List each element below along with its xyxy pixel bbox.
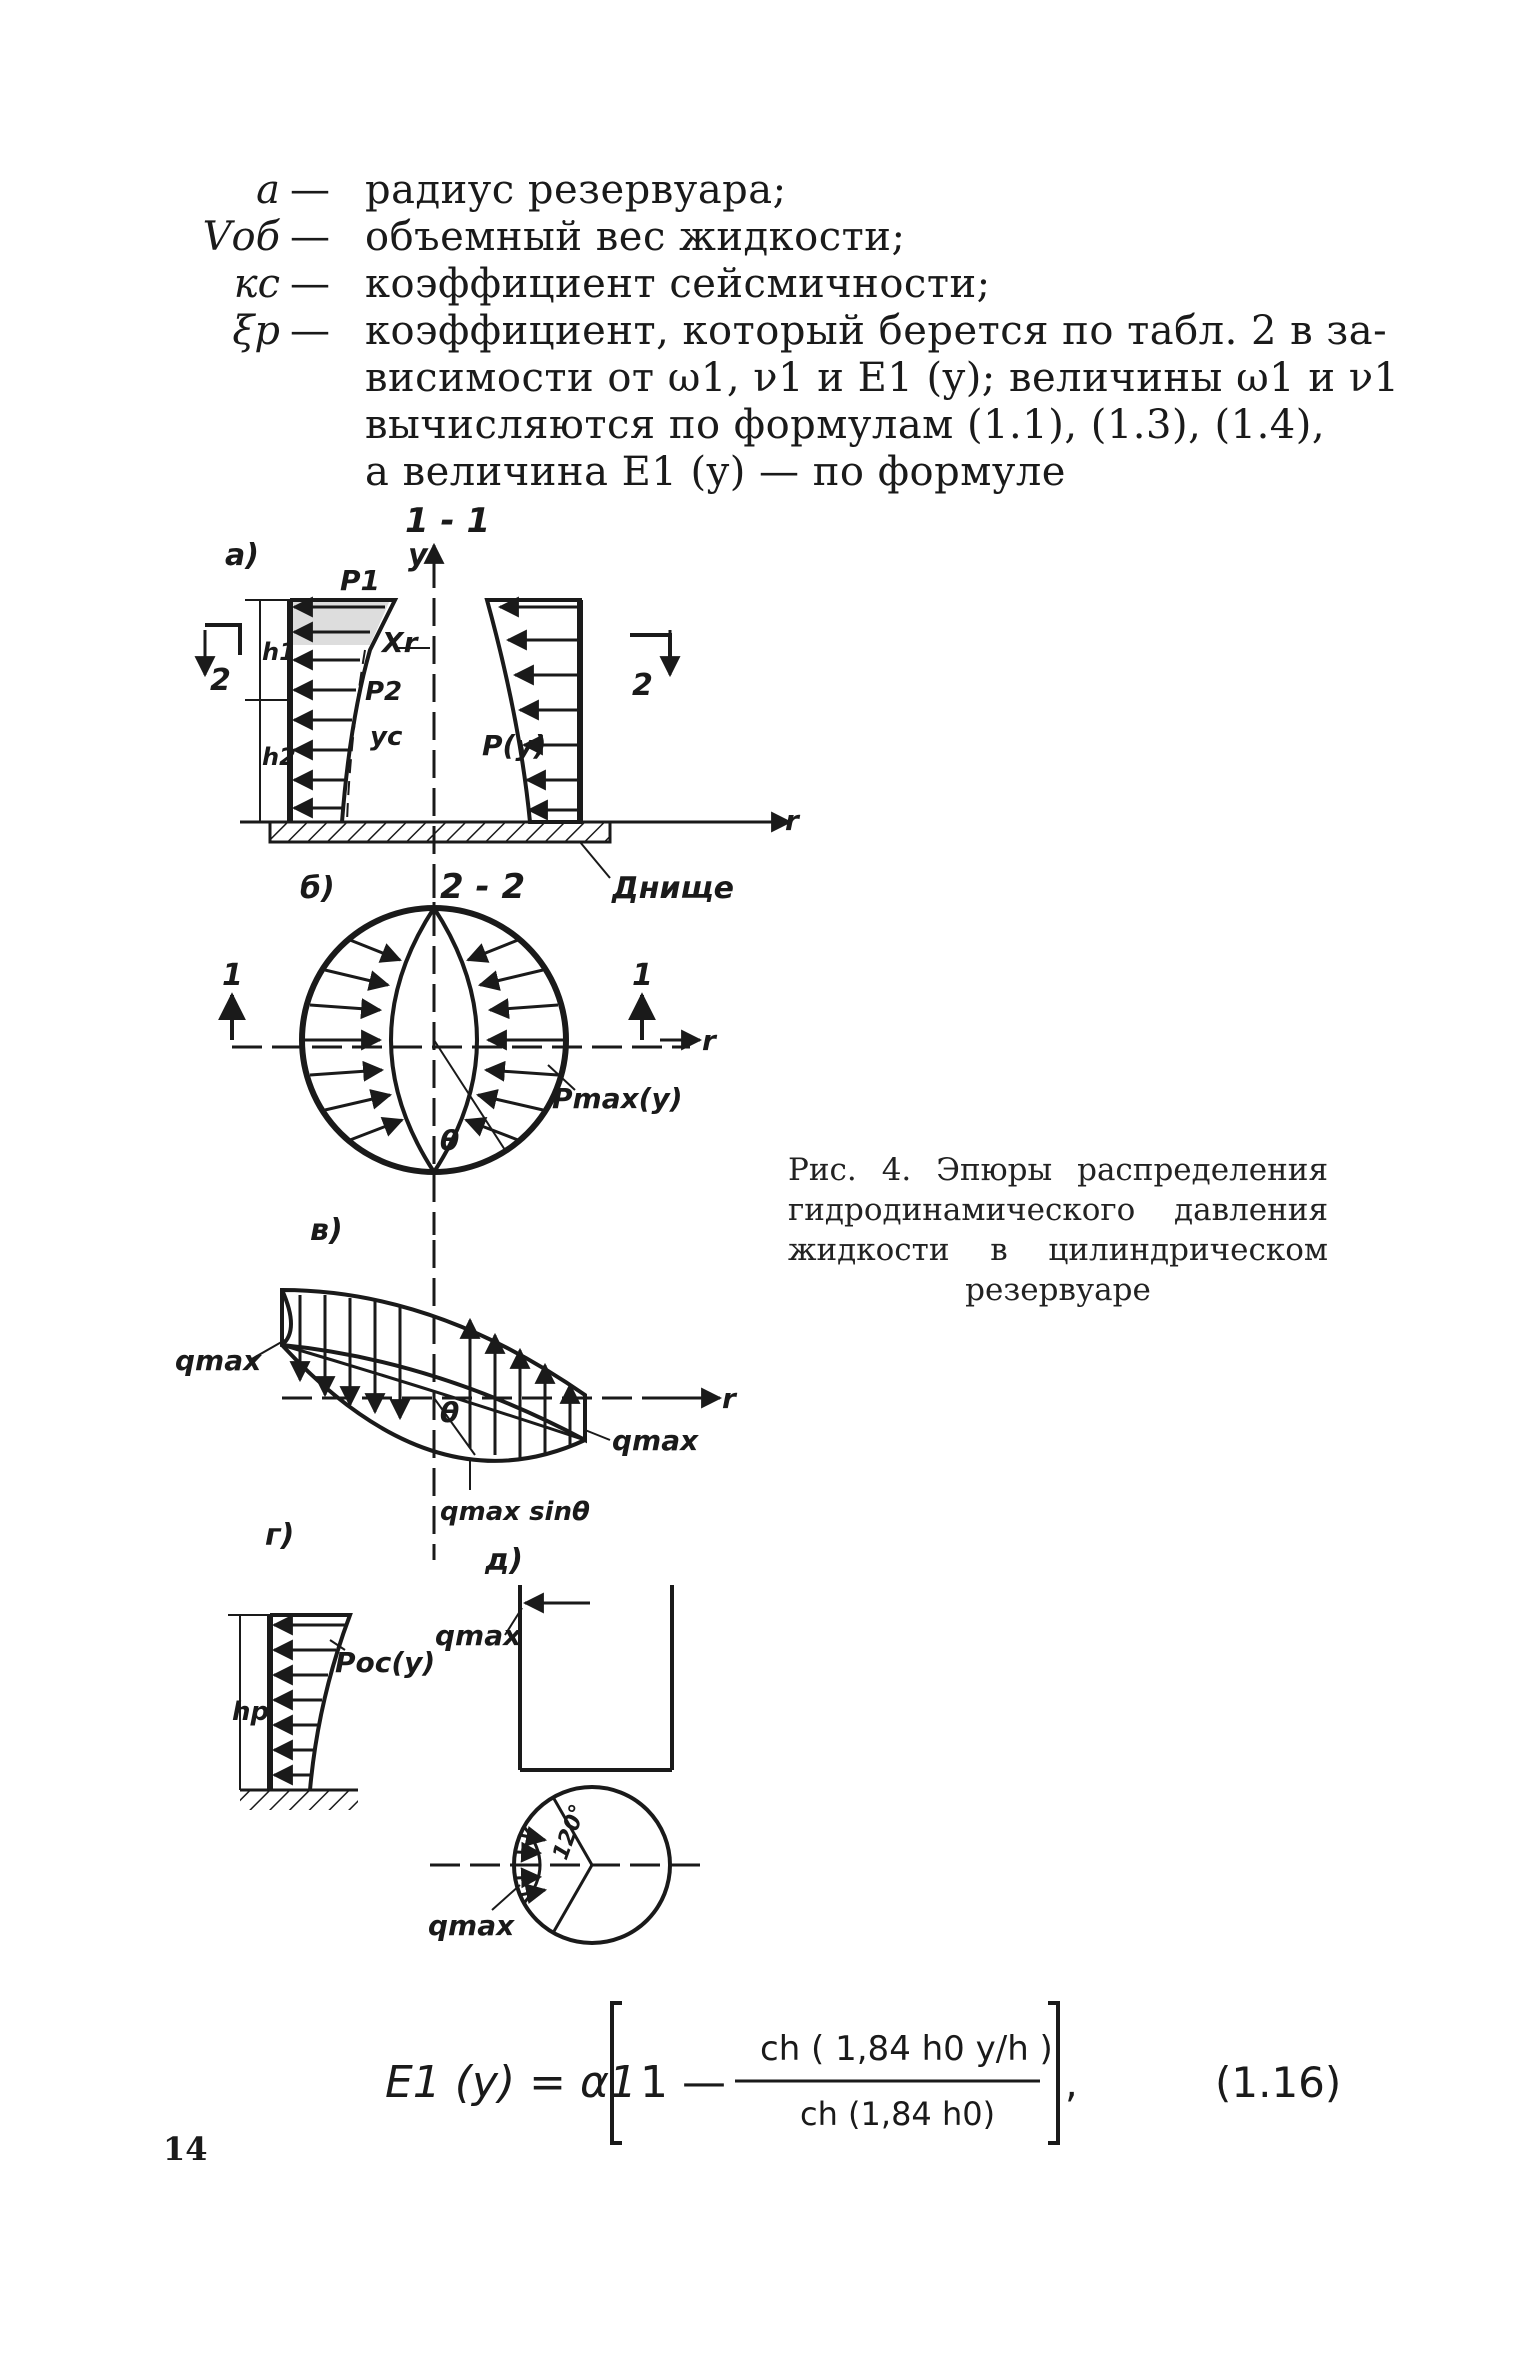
- equation-numerator: ch ( 1,84 h0 y/h ): [760, 2029, 1053, 2069]
- label-r-axis-2: r: [702, 1024, 718, 1057]
- label-qmax-rect: qmax: [435, 1619, 522, 1652]
- continuation-line: висимости от ω1, ν1 и E1 (y); величины ω…: [365, 355, 1400, 401]
- definition-symbol: ξр: [232, 308, 280, 354]
- section-2-2-diagram: [218, 870, 703, 1235]
- equation-number: (1.16): [1215, 2058, 1341, 2107]
- label-hp: hp: [232, 1697, 269, 1727]
- label-b: б): [300, 871, 335, 906]
- label-pmax: Pmax(y): [552, 1082, 683, 1115]
- label-qmax-sin: qmax sinθ: [440, 1497, 590, 1527]
- poc-pressure-diagram: [228, 1613, 358, 1810]
- label-section-mark-1-left: 1: [222, 958, 243, 993]
- equation-denominator: ch (1,84 h0): [800, 2095, 995, 2133]
- definition-text: коэффициент, который берется по табл. 2 …: [365, 308, 1388, 354]
- label-xr: Xr: [380, 626, 420, 659]
- label-p1: P1: [340, 564, 380, 597]
- figure-caption: Рис. 4. Эпюры распределения гидродинамич…: [788, 1150, 1328, 1310]
- definition-text: объемный вес жидкости;: [365, 214, 906, 260]
- label-section-mark-1-right: 1: [632, 958, 653, 993]
- label-py: P(y): [482, 729, 546, 762]
- label-r-axis: r: [785, 804, 801, 837]
- label-h2: h2: [262, 743, 296, 771]
- label-a: а): [225, 538, 259, 573]
- label-v: в): [310, 1213, 343, 1248]
- label-g: г): [265, 1518, 294, 1553]
- label-h1: h1: [262, 638, 296, 666]
- definition-dash: —: [290, 308, 330, 354]
- definition-dash: —: [290, 167, 330, 213]
- caption-line: гидродинамического давления: [788, 1192, 1328, 1228]
- label-section-mark-left: 2: [210, 663, 231, 698]
- equation-comma: ,: [1065, 2061, 1078, 2107]
- equation-lhs: E1 (y) = α1: [385, 2057, 637, 2108]
- label-section-1-1: 1 - 1: [405, 501, 490, 541]
- page-number: 14: [163, 2130, 208, 2168]
- equation-one: 1 —: [640, 2057, 726, 2108]
- label-y-axis: y: [408, 538, 429, 573]
- definition-symbol: кс: [233, 261, 280, 307]
- section-1-1-diagram: [194, 542, 793, 905]
- definition-text: коэффициент сейсмичности;: [365, 261, 991, 307]
- definition-dash: —: [290, 214, 330, 260]
- caption-line: жидкости в цилиндрическом: [788, 1232, 1328, 1268]
- qmax-distribution-diagram: [249, 1240, 723, 1560]
- label-qmax-sector: qmax: [428, 1909, 515, 1942]
- qmax-sector-diagram: [430, 1585, 700, 1945]
- continuation-line: вычисляются по формулам (1.1), (1.3), (1…: [365, 402, 1326, 448]
- label-section-2-2: 2 - 2: [440, 867, 525, 907]
- label-theta: θ: [440, 1124, 459, 1157]
- pmax-lens-outline: [389, 904, 479, 1176]
- label-qmax-left: qmax: [175, 1344, 262, 1377]
- label-d: д): [484, 1543, 523, 1578]
- label-r-axis-3: r: [722, 1382, 738, 1415]
- label-theta-2: θ: [440, 1396, 459, 1429]
- definition-symbol: a: [256, 167, 280, 213]
- label-yc: yc: [370, 722, 403, 752]
- definition-symbol: Vоб: [202, 214, 280, 260]
- caption-line: резервуаре: [965, 1272, 1151, 1308]
- continuation-line: а величина E1 (y) — по формуле: [365, 449, 1066, 495]
- label-poc: Pос(y): [335, 1646, 435, 1679]
- label-qmax-right: qmax: [612, 1424, 699, 1457]
- label-section-mark-right: 2: [632, 668, 653, 703]
- tank-bottom: [268, 820, 612, 844]
- definition-text: радиус резервуара;: [365, 167, 787, 213]
- equation-1-16: E1 (y) = α1 1 — ch ( 1,84 h0 y/h ) ch (1…: [385, 2001, 1341, 2145]
- label-bottom: Днище: [611, 871, 734, 906]
- caption-line: Рис. 4. Эпюры распределения: [788, 1152, 1328, 1188]
- equation-brackets: [610, 2001, 1060, 2145]
- definition-dash: —: [290, 261, 330, 307]
- label-p2: P2: [365, 677, 402, 707]
